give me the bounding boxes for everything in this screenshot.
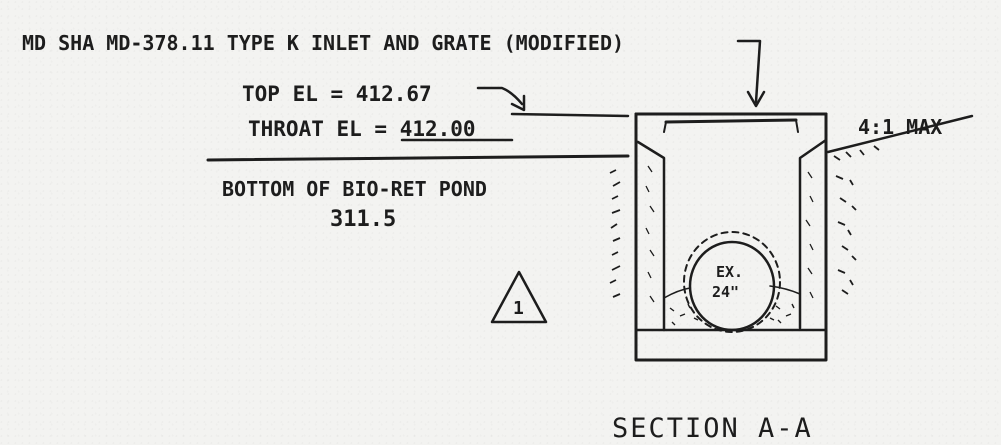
triangle-number: 1 [513, 298, 524, 319]
slope-line [826, 114, 974, 154]
top-el-extension [510, 112, 630, 118]
soil-hatch [609, 145, 880, 298]
inlet-structure [634, 112, 828, 362]
revision-triangle-icon [490, 270, 548, 324]
top-el-leader [476, 86, 524, 106]
pipe-label-ex: EX. [716, 263, 743, 281]
pond-bottom-elevation: 311.5 [330, 207, 396, 232]
title-leader [736, 39, 762, 104]
bedding-hatch [669, 303, 795, 326]
wall-hatch [645, 165, 814, 303]
grate-ends [663, 119, 799, 133]
inlet-left-inner-wall [636, 140, 666, 332]
section-title: SECTION A-A [612, 413, 813, 444]
pond-bottom-label: BOTTOM OF BIO-RET POND [222, 177, 487, 201]
bedding-line [663, 285, 801, 299]
pond-bottom-line [206, 154, 630, 162]
pipe-dashed-circle [683, 231, 781, 333]
inlet-outer-wall [634, 112, 828, 362]
throat-elevation-label: THROAT EL = 412.00 [248, 117, 476, 141]
slope-label: 4:1 MAX [858, 115, 942, 139]
existing-pipe: EX. 24" [683, 231, 781, 333]
inlet-right-inner-wall [798, 138, 828, 330]
top-elevation-label: TOP EL = 412.67 [242, 82, 432, 106]
grate-bar [664, 118, 798, 124]
top-el-arrowhead [510, 94, 526, 112]
pipe-outer-circle [688, 240, 776, 332]
title-leader-arrowhead [746, 90, 766, 108]
inlet-title: MD SHA MD-378.11 TYPE K INLET AND GRATE … [22, 31, 624, 55]
pipe-label-size: 24" [712, 283, 739, 301]
